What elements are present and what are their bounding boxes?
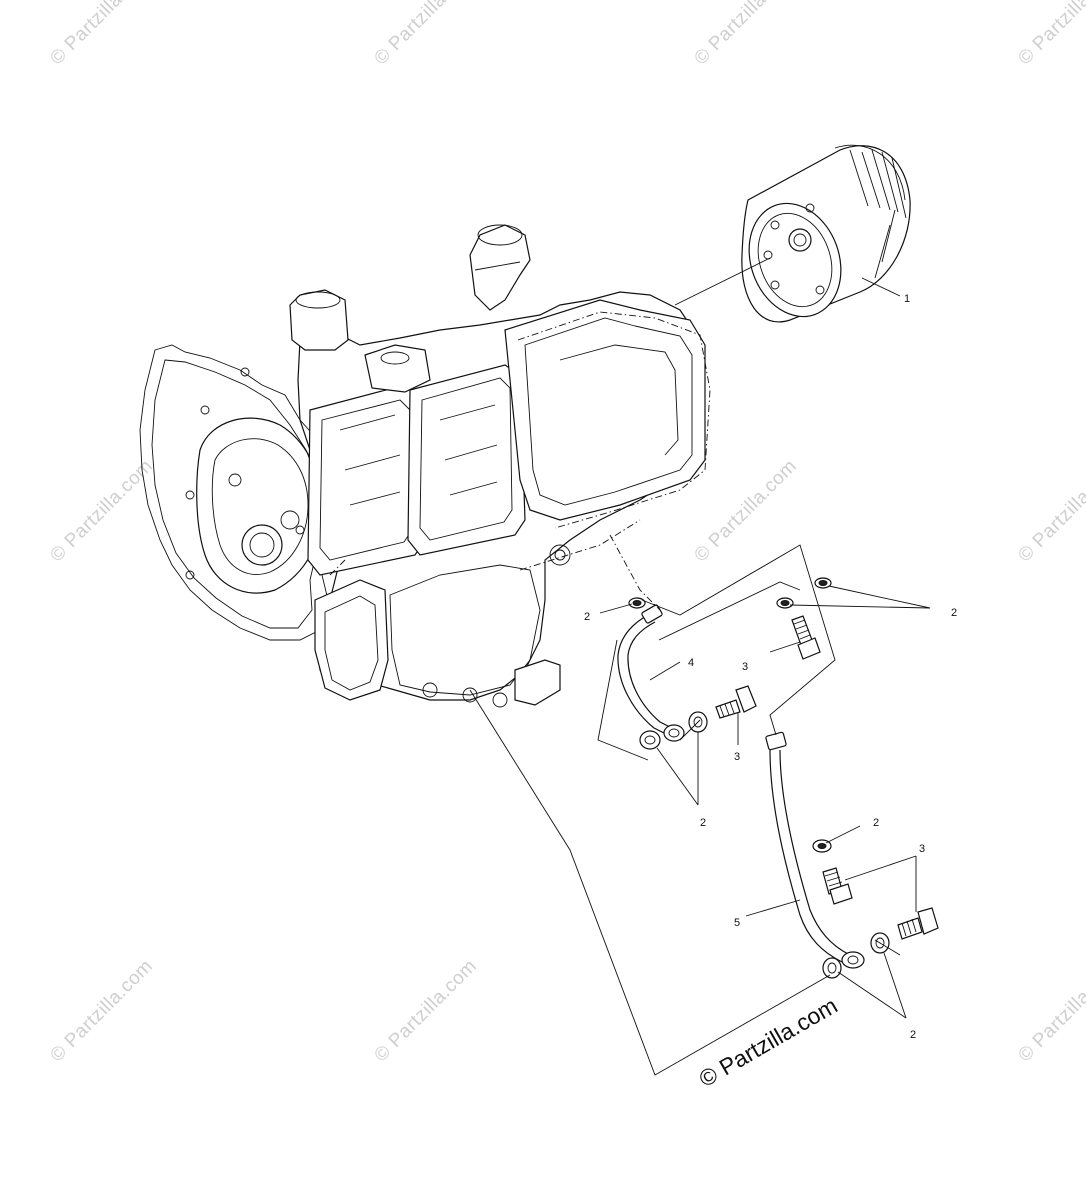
engine-crankcase <box>139 224 711 708</box>
callout-2: 2 <box>700 817 706 829</box>
oil-line-upper <box>617 604 685 742</box>
callout-4: 4 <box>688 657 694 669</box>
callout-2: 2 <box>951 607 957 619</box>
callout-3: 3 <box>734 751 740 763</box>
callout-numbers: 1 2 2 2 2 2 3 3 3 4 5 <box>584 293 957 1041</box>
sealing-washers <box>628 577 890 979</box>
callout-2: 2 <box>910 1029 916 1041</box>
callout-1: 1 <box>904 293 910 305</box>
callout-5: 5 <box>734 917 740 929</box>
oil-filter <box>741 144 911 323</box>
assembly-lines <box>469 534 901 1076</box>
callout-3: 3 <box>742 661 748 673</box>
callout-2: 2 <box>873 817 879 829</box>
oil-line-lower <box>765 731 865 969</box>
callout-2: 2 <box>584 611 590 623</box>
callout-3: 3 <box>919 843 925 855</box>
banjo-bolts <box>715 615 939 940</box>
leader-lines <box>599 585 931 1019</box>
